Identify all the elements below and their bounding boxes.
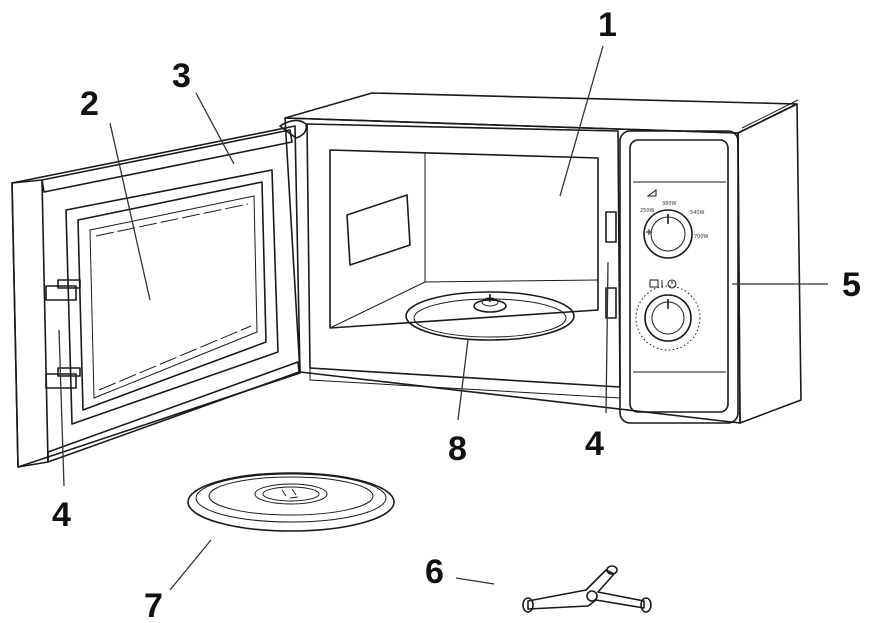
cavity-floor-line	[329, 281, 426, 329]
leader-line-1	[559, 45, 604, 197]
callout-5: 5	[842, 266, 861, 304]
leader-line-4-cavity	[605, 261, 609, 414]
timer-scale	[635, 285, 701, 351]
door-window-frame	[65, 169, 279, 425]
cavity-back-wall	[329, 149, 599, 329]
control-panel-face	[629, 139, 729, 413]
control-panel: 250W 380W 540W 700W	[619, 130, 739, 424]
control-panel-housing	[619, 130, 739, 424]
door-latch-lower	[45, 367, 81, 389]
leader-line-8	[457, 339, 469, 421]
timer-dial[interactable]	[635, 285, 701, 351]
glass-turntable	[187, 472, 395, 532]
door-frame-top	[41, 129, 293, 193]
grill-icon	[649, 279, 663, 288]
clock-icon	[667, 279, 677, 289]
turntable-hub-marks	[281, 488, 299, 499]
power-dial[interactable]	[643, 209, 693, 259]
body-front	[284, 117, 741, 424]
cavity-opening	[306, 123, 621, 388]
callouts: 1 2 3 4 4 5 6 7 8	[52, 6, 861, 623]
microwave-body: 250W 380W 540W 700W	[284, 92, 802, 424]
leader-line-3	[195, 92, 235, 165]
door-latch-upper	[45, 279, 81, 301]
leader-line-2	[109, 122, 151, 301]
power-level-label: 540W	[690, 210, 705, 216]
body-side	[737, 103, 802, 424]
coupler-roller	[640, 597, 652, 613]
door-window-inner-frame	[77, 181, 267, 411]
leader-line-4-door	[58, 329, 65, 487]
callout-1: 1	[598, 6, 617, 44]
door-edge	[11, 179, 49, 468]
callout-4-door: 4	[52, 496, 71, 534]
interlock-slot-lower	[605, 287, 617, 319]
coupler-roller	[522, 597, 534, 613]
roller-ring	[405, 291, 575, 341]
callout-4-cavity: 4	[585, 425, 604, 463]
interlock-slot-upper	[605, 211, 617, 243]
cavity-lip	[309, 367, 621, 399]
power-level-label: 380W	[662, 201, 677, 207]
leader-line-6	[455, 577, 495, 585]
door-glass	[89, 195, 258, 399]
door-frame-bottom	[47, 361, 300, 463]
callout-6: 6	[425, 553, 444, 591]
coupler-hub	[586, 590, 598, 602]
body-top-edge	[741, 99, 799, 129]
leader-lines	[58, 45, 828, 591]
waveguide-cover	[346, 194, 411, 266]
callout-8: 8	[448, 430, 467, 468]
coupler-roller	[606, 565, 618, 575]
power-level-label: 250W	[640, 208, 655, 214]
turntable-coupler	[522, 565, 652, 613]
defrost-icon	[646, 229, 652, 235]
power-symbol-icon	[646, 189, 657, 197]
callout-2: 2	[80, 85, 99, 123]
callout-3: 3	[172, 57, 191, 95]
cavity-floor-line	[424, 279, 599, 283]
door-mesh-line	[95, 203, 249, 237]
door	[11, 119, 308, 468]
door-mesh-line	[98, 325, 252, 391]
door-hinge	[279, 119, 308, 139]
power-level-label: 700W	[694, 234, 709, 240]
leader-line-7	[169, 539, 212, 591]
callout-7: 7	[144, 587, 163, 623]
